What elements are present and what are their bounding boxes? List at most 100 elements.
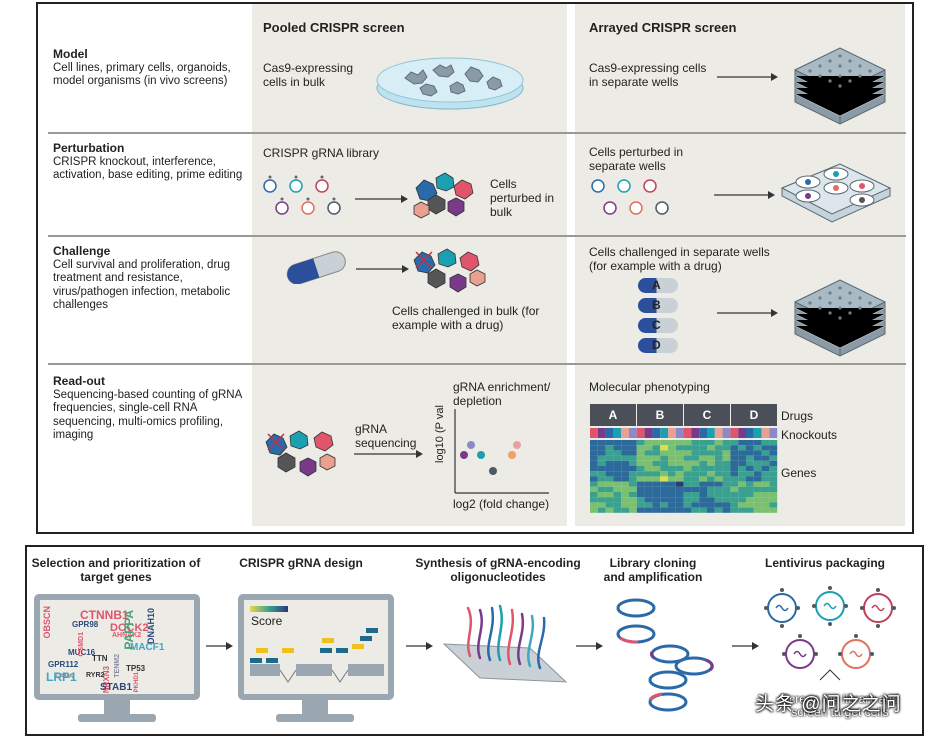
step-title-selection: Selection and prioritization of target g…: [31, 556, 201, 584]
gene-cell: [691, 502, 700, 508]
gene-cell: [746, 455, 754, 461]
gene-cell: [636, 471, 645, 477]
gene-cell: [675, 466, 684, 472]
gene-cell: [613, 507, 622, 513]
gene-cell: [675, 460, 684, 466]
gene-cell: [660, 497, 668, 503]
gene-cell: [660, 460, 668, 466]
gene-cell: [675, 450, 684, 456]
heat-genes-label: Genes: [781, 466, 817, 480]
gene-cell: [668, 497, 676, 503]
gene-cell: [629, 460, 637, 466]
gene-cell: [590, 471, 598, 477]
gene-cell: [738, 440, 746, 446]
svg-text:A: A: [609, 408, 618, 422]
gene-cell: [714, 466, 723, 472]
gene-cell: [730, 507, 739, 513]
challenged-cells-cluster: [413, 248, 486, 293]
gene-cell: [636, 486, 645, 492]
gene-cell: [699, 486, 707, 492]
gene-cell: [668, 471, 676, 477]
knockout-cell: [769, 428, 778, 438]
gene-cell: [660, 476, 668, 482]
gene-cell: [722, 450, 731, 456]
enrichment-text: gRNA enrichment/ depletion: [453, 380, 551, 408]
gene-cell: [738, 471, 746, 477]
knockout-cell: [683, 428, 692, 438]
gene-cell: [746, 445, 754, 451]
gene-cell: [746, 497, 754, 503]
gene-cell: [707, 466, 715, 472]
gene-cell: [683, 497, 692, 503]
drug-pills: [638, 278, 678, 353]
gene-cell: [691, 460, 700, 466]
gene-cell: [683, 460, 692, 466]
gene-cell: [683, 471, 692, 477]
gene-cell: [605, 502, 614, 508]
gene-cell: [730, 450, 739, 456]
gene-cell: [730, 481, 739, 487]
gene-cell: [644, 460, 653, 466]
gene-cell: [605, 450, 614, 456]
knockout-cell: [738, 428, 746, 438]
arrow-icon: [714, 191, 775, 199]
pooled-challenged-text: Cells challenged in bulk (for example wi…: [392, 304, 540, 332]
gene-cell: [761, 481, 770, 487]
gene-cell: [722, 466, 731, 472]
gene-cell: [707, 481, 715, 487]
gene-cell: [707, 497, 715, 503]
gene-cell: [683, 476, 692, 482]
gene-cell: [746, 507, 754, 513]
gene-cell: [769, 497, 778, 503]
gene-cell: [699, 460, 707, 466]
knockout-cell: [652, 428, 661, 438]
gene-cell: [668, 507, 676, 513]
gene-cell: [761, 497, 770, 503]
gene-cell: [613, 471, 622, 477]
gene-cell: [605, 481, 614, 487]
gene-cell: [707, 507, 715, 513]
step-title-cloning: Library cloning and amplification: [603, 556, 703, 584]
gene-cell: [730, 440, 739, 446]
monitor-icon: [34, 594, 200, 722]
gene-cell: [769, 460, 778, 466]
gene-cell: [605, 492, 614, 498]
gene-cell: [590, 497, 598, 503]
knockout-cell: [730, 428, 739, 438]
monitor-icon: [238, 594, 394, 722]
gene-cell: [761, 450, 770, 456]
gene-cell: [722, 445, 731, 451]
gene-cell: [660, 455, 668, 461]
gene-cell: [652, 466, 661, 472]
gene-cell: [753, 492, 762, 498]
gene-cell: [675, 476, 684, 482]
gene-cell: [675, 497, 684, 503]
plasmid-library-icon: [616, 598, 714, 712]
gene-cell: [691, 450, 700, 456]
gene-cell: [644, 445, 653, 451]
gene-cell: [660, 492, 668, 498]
gRNA-sequencing-text: gRNA sequencing: [355, 422, 417, 450]
gene-word: LAMA: [56, 674, 74, 680]
gene-cell: [722, 481, 731, 487]
gene-cell: [699, 481, 707, 487]
pooled-model-text: Cas9-expressing cells in bulk: [263, 61, 354, 89]
gene-cell: [714, 502, 723, 508]
gene-cell: [707, 455, 715, 461]
gene-cell: [668, 460, 676, 466]
gene-cell: [668, 440, 676, 446]
heatmap-knockout-strip: [590, 428, 778, 438]
gene-cell: [613, 455, 622, 461]
gene-cell: [753, 466, 762, 472]
knockout-cell: [753, 428, 762, 438]
gene-cell: [722, 476, 731, 482]
gene-cell: [707, 502, 715, 508]
gene-cell: [753, 450, 762, 456]
gene-cell: [621, 455, 629, 461]
gene-cell: [722, 440, 731, 446]
gene-cell: [597, 460, 606, 466]
gene-cell: [613, 502, 622, 508]
row-separator: [48, 363, 906, 365]
gene-cell: [621, 481, 629, 487]
